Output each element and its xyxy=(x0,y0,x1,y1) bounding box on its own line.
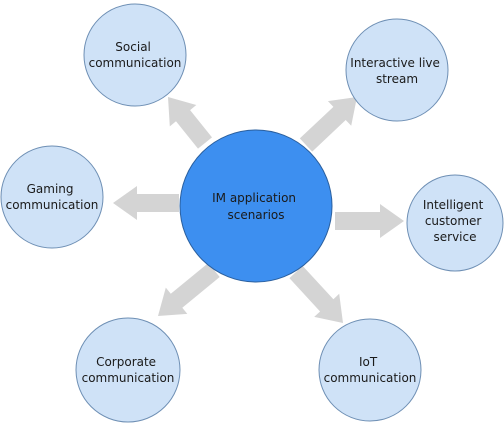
node-label-line: communication xyxy=(82,371,175,385)
arrow-to-corporate xyxy=(158,263,220,316)
node-label-line: communication xyxy=(89,56,182,70)
node-label-line: Gaming xyxy=(27,182,74,196)
svg-text:Corporate communication: Corporate communication xyxy=(82,355,175,385)
svg-text:Interactive live stream: Interactive live stream xyxy=(350,56,443,86)
arrow-to-social xyxy=(168,97,212,149)
svg-text:Gaming communication: Gaming communication xyxy=(6,182,99,212)
node-label-line: Social xyxy=(115,40,151,54)
node-label-line: Corporate xyxy=(96,355,156,369)
arrow-to-live xyxy=(299,97,357,152)
arrow-to-iot xyxy=(289,265,343,323)
center-label-line: scenarios xyxy=(227,208,284,222)
center-node: IM application scenarios xyxy=(179,129,333,283)
node-iot-communication: IoT communication xyxy=(318,318,422,422)
node-social-communication: Social communication xyxy=(83,3,187,107)
node-label-line: Intelligent xyxy=(423,198,484,212)
node-label-line: communication xyxy=(324,371,417,385)
node-label-line: stream xyxy=(376,72,418,86)
svg-text:Intelligent customer: Intelligent customer service xyxy=(423,198,487,244)
node-gaming-communication: Gaming communication xyxy=(0,145,104,249)
node-interactive-live-stream: Interactive live stream xyxy=(345,18,449,122)
node-label-line: service xyxy=(434,230,477,244)
node-label-line: communication xyxy=(6,198,99,212)
node-corporate-communication: Corporate communication xyxy=(75,317,181,423)
center-label-line: IM application xyxy=(212,191,296,205)
node-label-line: Interactive live xyxy=(350,56,440,70)
node-label-line: customer xyxy=(425,214,482,228)
node-intelligent-customer-service: Intelligent customer service xyxy=(406,174,504,272)
node-label-line: IoT xyxy=(359,355,378,369)
arrow-to-service xyxy=(335,204,404,238)
svg-text:IoT communication: IoT communication xyxy=(324,355,417,385)
svg-text:Social communication: Social communication xyxy=(89,40,182,70)
arrows-layer xyxy=(113,97,404,323)
svg-text:IM application scenarios: IM application scenarios xyxy=(212,191,300,222)
arrow-to-gaming xyxy=(113,186,179,220)
